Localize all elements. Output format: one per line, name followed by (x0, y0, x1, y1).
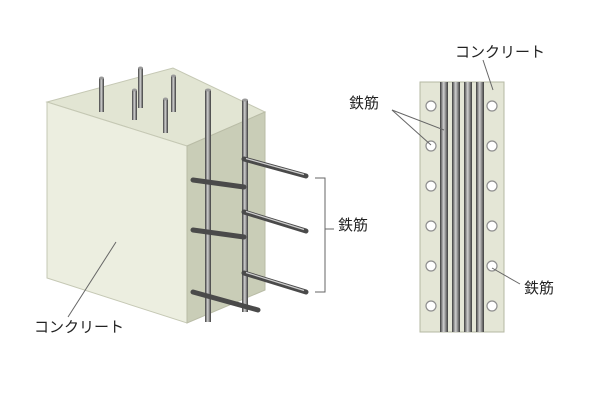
left-rebar-label: 鉄筋 (338, 216, 368, 234)
right-concrete-leader (482, 59, 494, 91)
right-rebar-top-label: 鉄筋 (349, 94, 379, 112)
rebar-section-circles (425, 100, 498, 312)
left-concrete-leader (67, 241, 117, 318)
rebar-cage (190, 88, 309, 322)
protruding-rebars (99, 66, 176, 133)
right-concrete-label: コンクリート (455, 43, 545, 61)
left-concrete-label: コンクリート (34, 318, 124, 336)
right-rebar-bottom-label: 鉄筋 (524, 279, 554, 297)
left-rebar-bracket (315, 177, 334, 293)
wall-cross-section (419, 81, 505, 333)
right-rebar-top-leaders (391, 109, 445, 146)
wall-concrete (419, 81, 505, 333)
concrete-block-3d (45, 67, 267, 324)
right-rebar-bottom-leader (491, 267, 521, 285)
